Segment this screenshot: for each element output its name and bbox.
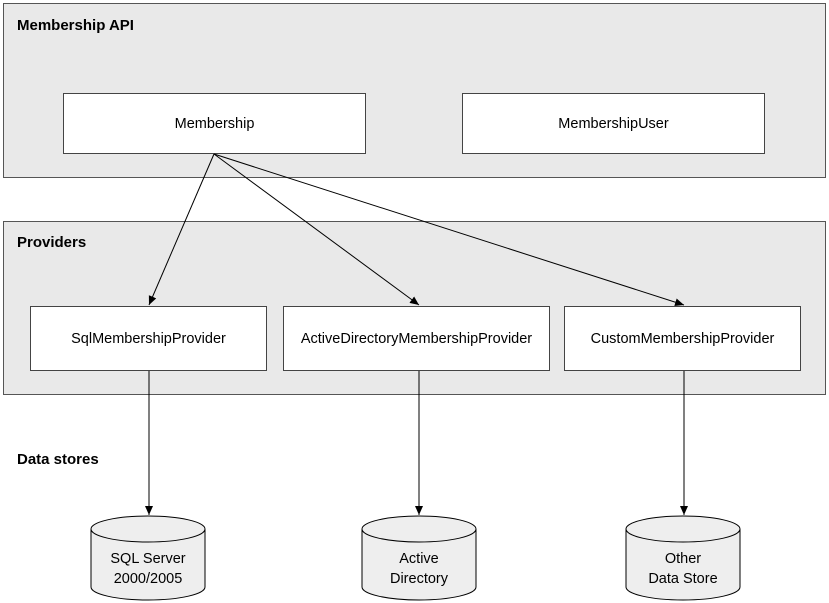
active-directory-label: Active Directory [362, 549, 476, 589]
arrow-membership-to-ad-provider [213, 153, 420, 306]
providers-title: Providers [17, 234, 87, 251]
other-data-store-database-icon [625, 515, 741, 601]
membership-box[interactable]: Membership [63, 93, 366, 154]
membership-user-box[interactable]: MembershipUser [462, 93, 765, 154]
sql-server-database-icon [90, 515, 206, 601]
sql-server-label: SQL Server 2000/2005 [91, 549, 205, 589]
other-data-store-label-line2: Data Store [648, 571, 718, 587]
arrow-membership-to-sql-provider [148, 153, 215, 306]
active-directory-membership-provider-box[interactable]: ActiveDirectoryMembershipProvider [283, 306, 550, 371]
arrow-membership-to-custom-provider [213, 153, 685, 307]
sql-membership-provider-box[interactable]: SqlMembershipProvider [30, 306, 267, 371]
active-directory-database-icon [361, 515, 477, 601]
data-stores-title: Data stores [17, 451, 99, 468]
other-data-store-label-line1: Other [664, 551, 702, 567]
other-data-store-label: Other Data Store [626, 549, 740, 589]
membership-api-title: Membership API [17, 17, 134, 34]
custom-membership-provider-box[interactable]: CustomMembershipProvider [564, 306, 801, 371]
sql-server-label-line1: SQL Server [110, 551, 186, 567]
sql-server-label-line2: 2000/2005 [113, 571, 183, 587]
active-directory-label-line1: Active [399, 551, 439, 567]
active-directory-label-line2: Directory [389, 571, 448, 587]
